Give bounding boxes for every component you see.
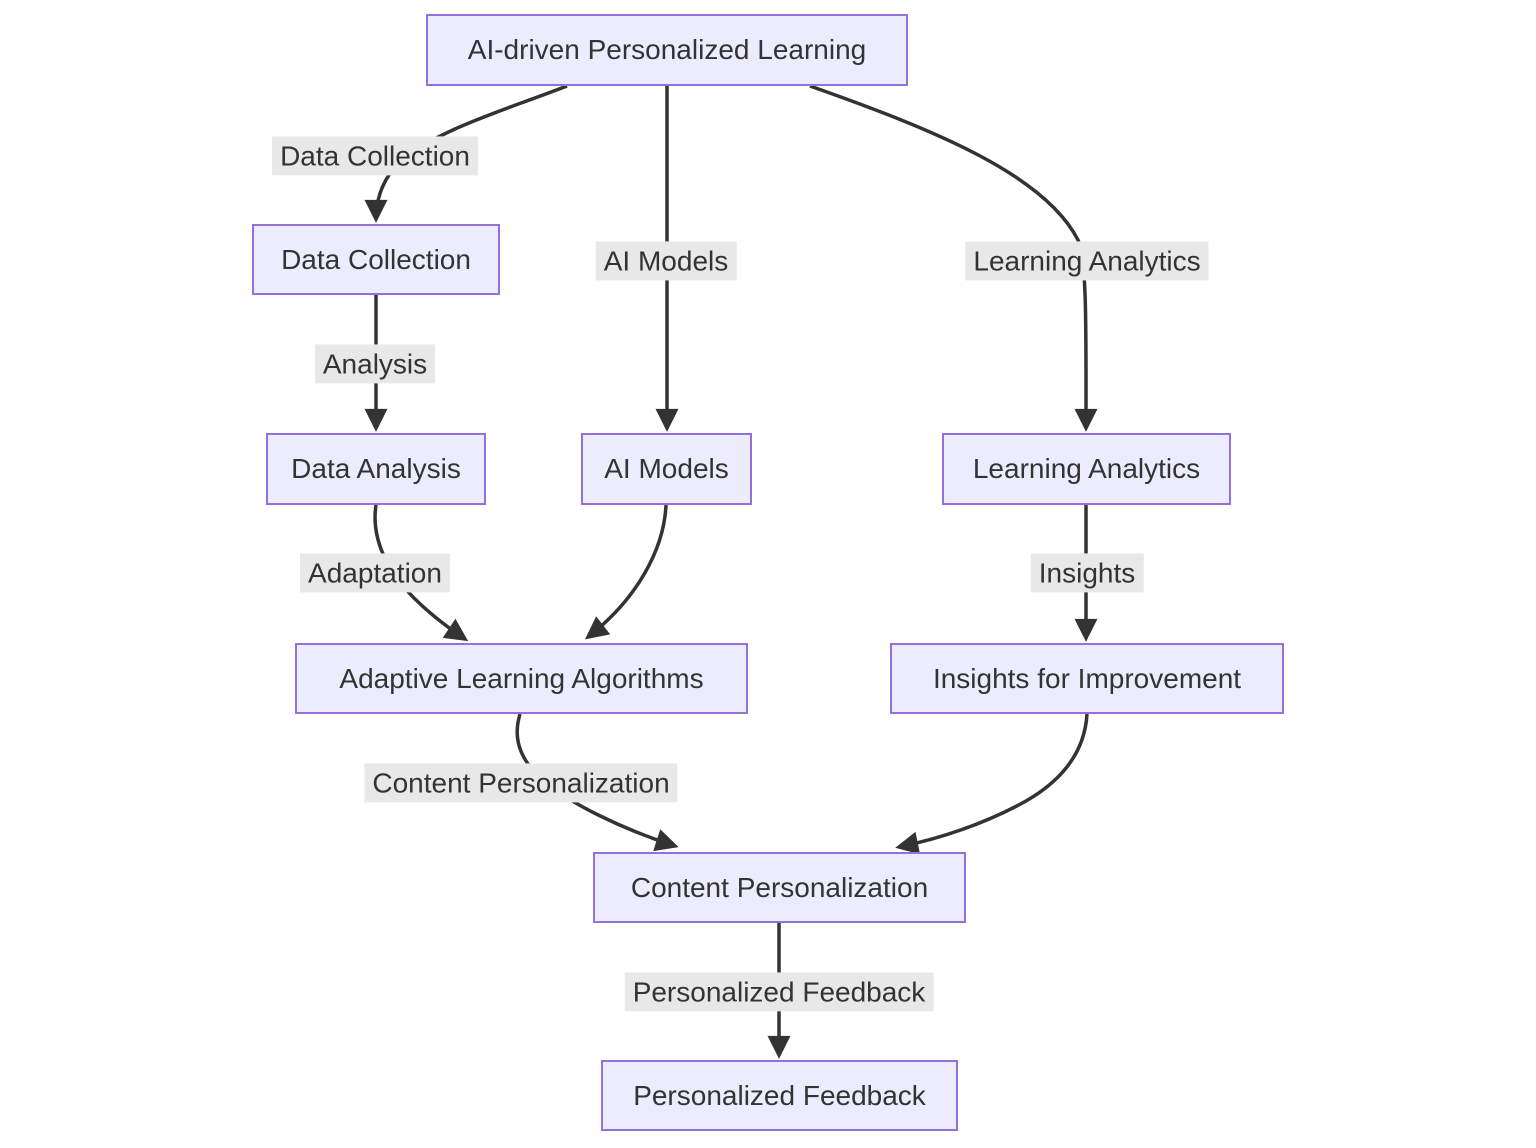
node-personalized-feedback: Personalized Feedback (601, 1060, 958, 1131)
node-learning-analytics: Learning Analytics (942, 433, 1231, 505)
edge-label-insights: Insights (1030, 553, 1144, 593)
edge-label-content-personalization: Content Personalization (364, 763, 678, 803)
edge-label-personalized-feedback: Personalized Feedback (624, 972, 934, 1012)
edge-label-data-collection: Data Collection (272, 136, 478, 176)
edge-label-analysis: Analysis (314, 344, 436, 384)
node-ai-driven-personalized-learning: AI-driven Personalized Learning (426, 14, 908, 86)
edge-label-ai-models: AI Models (595, 241, 737, 281)
edge-data-analysis-to-adaptive-learning-algorithms (373, 504, 469, 642)
node-insights-for-improvement: Insights for Improvement (890, 643, 1284, 714)
edge-ai-models-to-adaptive-learning-algorithms (584, 504, 668, 640)
node-data-collection: Data Collection (252, 224, 500, 295)
edge-insights-for-improvement-to-content-personalization (895, 713, 1089, 855)
edge-label-adaptation: Adaptation (300, 553, 450, 593)
node-data-analysis: Data Analysis (266, 433, 486, 505)
node-adaptive-learning-algorithms: Adaptive Learning Algorithms (295, 643, 748, 714)
node-content-personalization: Content Personalization (593, 852, 966, 923)
node-ai-models: AI Models (581, 433, 752, 505)
edge-root-to-learning-analytics (809, 84, 1098, 432)
edge-label-learning-analytics: Learning Analytics (965, 241, 1209, 281)
